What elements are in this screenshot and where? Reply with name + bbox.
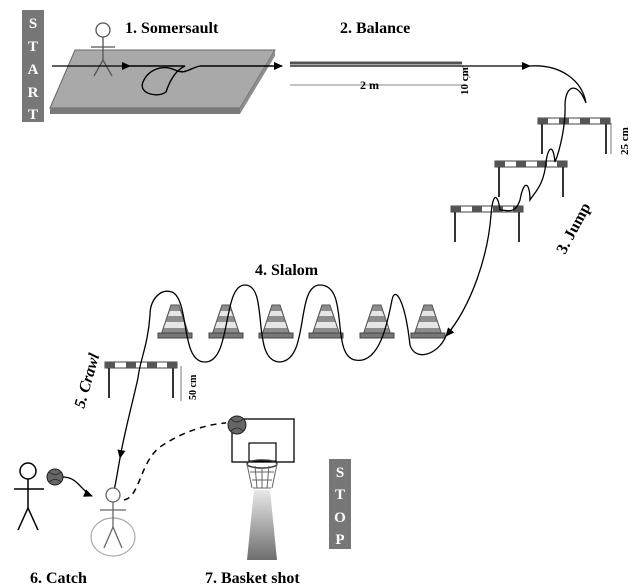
station-label-catch: 6. Catch xyxy=(30,570,87,587)
stop-letter-2: T xyxy=(335,487,345,503)
beam-width-label: 10 cm xyxy=(459,67,471,95)
catch-ball-icon xyxy=(47,469,63,485)
start-letter-5: T xyxy=(28,107,38,123)
slalom-cone-3 xyxy=(259,305,293,338)
crawl-height-label: 50 cm xyxy=(188,374,199,400)
start-letter-3: A xyxy=(28,62,39,78)
stop-sign: S T O P xyxy=(329,459,351,549)
station-label-jump: 3. Jump xyxy=(554,200,595,257)
jump-hurdle-1 xyxy=(538,118,610,154)
station-label-somersault: 1. Somersault xyxy=(125,20,219,37)
slalom-cone-2 xyxy=(209,305,243,338)
station-label-balance: 2. Balance xyxy=(340,20,410,37)
jump-hurdle-2 xyxy=(495,161,567,197)
catch-throw-path xyxy=(63,477,92,496)
catcher-figure-icon xyxy=(14,463,44,530)
basket-hoop xyxy=(232,419,294,560)
start-letter-2: T xyxy=(28,39,38,55)
slalom-cone-6 xyxy=(411,305,445,338)
crawl-path xyxy=(120,378,138,458)
slalom-cone-5 xyxy=(360,305,394,338)
basket-shot-path xyxy=(124,423,226,500)
crawl-hurdle xyxy=(105,362,177,398)
station-label-slalom: 4. Slalom xyxy=(255,262,319,279)
jump-path xyxy=(446,66,586,336)
beam-length-label: 2 m xyxy=(360,78,379,92)
start-sign: S T A R T xyxy=(22,10,44,123)
station-label-crawl: 5. Crawl xyxy=(72,351,104,410)
somersault-mat xyxy=(50,50,275,114)
basketball-icon xyxy=(228,416,246,434)
hurdle-height-label: 25 cm xyxy=(619,127,631,155)
jump-hurdle-3 xyxy=(451,206,523,242)
stop-letter-1: S xyxy=(336,465,344,481)
start-letter-4: R xyxy=(28,85,39,101)
station-label-basket-shot: 7. Basket shot xyxy=(205,570,300,587)
stop-letter-4: P xyxy=(335,532,344,548)
stop-letter-3: O xyxy=(334,510,346,526)
start-letter-1: S xyxy=(29,16,37,32)
